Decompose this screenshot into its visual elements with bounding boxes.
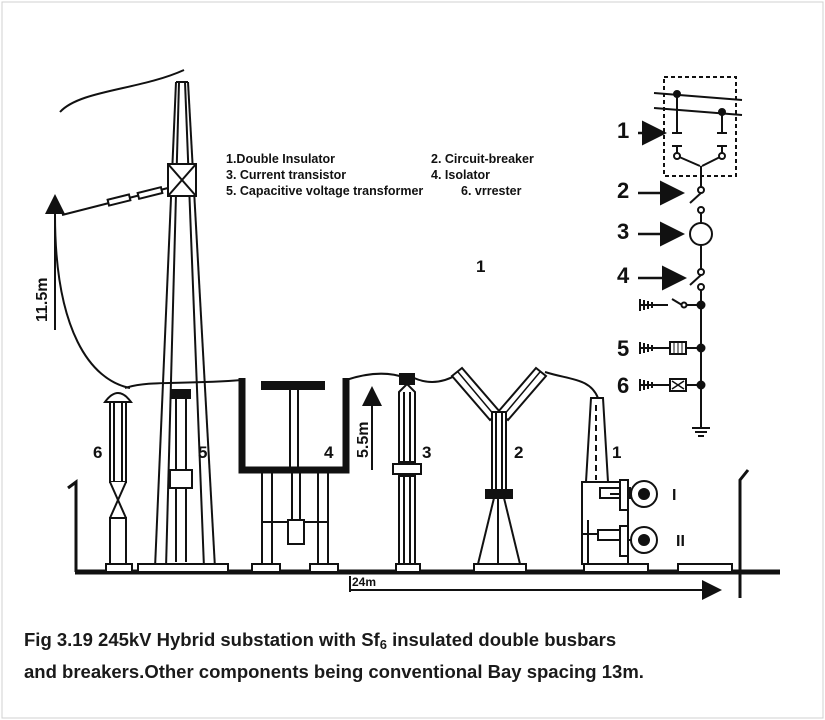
center-label-1: 1 (476, 257, 485, 276)
right-fence (738, 469, 750, 598)
eq-label-2: 2 (514, 443, 523, 462)
legend-item: 5. Capacitive voltage transformer (226, 184, 423, 198)
bus-label-1: I (672, 487, 676, 504)
caption-line-1: Fig 3.19 245kV Hybrid substation with Sf… (24, 629, 617, 652)
arrester (103, 392, 133, 573)
eq-label-4: 4 (324, 443, 334, 462)
sld-marker-5: 5 (617, 336, 629, 361)
isolator (238, 378, 350, 573)
legend-item: 6. vrrester (461, 184, 522, 198)
dim-label-tower: 11.5m (34, 278, 51, 322)
legend-item: 4. Isolator (431, 168, 490, 182)
sf6-busbar-assembly (581, 397, 733, 573)
span-conductor (54, 214, 131, 389)
single-line-diagram (639, 76, 743, 437)
double-insulator-string (61, 185, 169, 216)
sld-marker-1: 1 (617, 118, 629, 143)
legend-item: 2. Circuit-breaker (431, 152, 534, 166)
capacitive-voltage-transformer (169, 389, 193, 562)
left-fence (67, 479, 78, 572)
eq-label-3: 3 (422, 443, 431, 462)
sld-marker-2: 2 (617, 178, 629, 203)
caption-line-2: and breakers.Other components being conv… (24, 661, 644, 682)
drop-conductor-1 (124, 379, 243, 389)
current-transformer (392, 373, 422, 573)
circuit-breaker (450, 366, 548, 573)
figure-caption: Fig 3.19 245kV Hybrid substation with Sf… (24, 626, 814, 685)
eq-label-6: 6 (93, 443, 102, 462)
sld-marker-4: 4 (617, 263, 630, 288)
sld-marker-6: 6 (617, 373, 629, 398)
gantry-tower (137, 81, 229, 573)
bus-label-2: II (676, 533, 685, 550)
drop-conductor-4 (544, 371, 599, 399)
eq-label-1: 1 (612, 443, 621, 462)
sld-marker-3: 3 (617, 219, 629, 244)
incoming-conductor (59, 69, 185, 113)
eq-label-5: 5 (198, 443, 207, 462)
dim-label-spacing: 24m (352, 575, 376, 589)
dim-label-eq: 5.5m (355, 422, 372, 458)
legend-item: 3. Current transistor (226, 168, 346, 182)
legend: 1.Double Insulator 2. Circuit-breaker 3.… (226, 152, 534, 198)
single-line-arrows (638, 120, 687, 291)
legend-item: 1.Double Insulator (226, 152, 335, 166)
